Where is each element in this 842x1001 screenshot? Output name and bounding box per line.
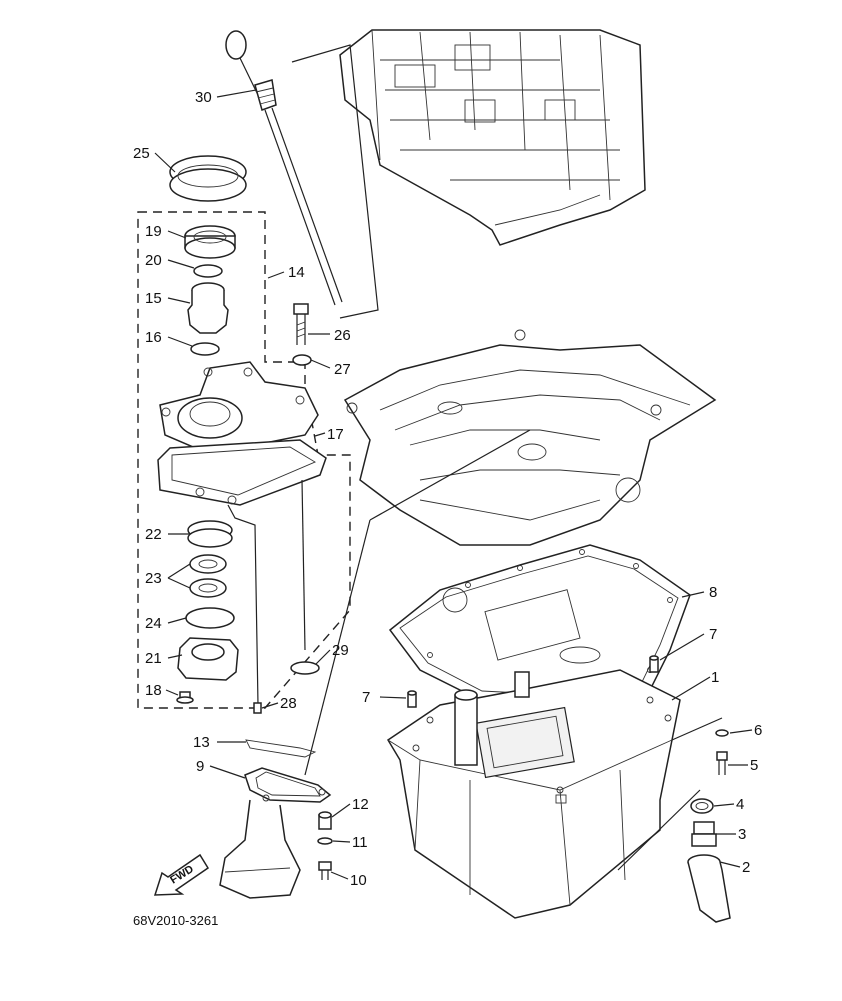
upper-casing — [304, 329, 717, 776]
callout-27: 27 — [334, 361, 351, 378]
callout-14: 14 — [288, 264, 305, 281]
callout-22: 22 — [145, 526, 162, 543]
callout-7-left: 7 — [362, 689, 370, 706]
fasteners-right — [617, 729, 731, 923]
oil-pump-housing — [157, 361, 327, 706]
callout-12: 12 — [352, 796, 369, 813]
callout-10: 10 — [350, 872, 367, 889]
callout-labels: 30 25 19 20 14 15 26 16 27 17 22 23 8 24… — [133, 89, 762, 889]
callout-3: 3 — [738, 826, 746, 843]
callout-23: 23 — [145, 570, 162, 587]
dipstick-30 — [225, 30, 379, 319]
callout-29: 29 — [332, 642, 349, 659]
callout-13: 13 — [193, 734, 210, 751]
callout-11: 11 — [352, 834, 368, 851]
callout-7-right: 7 — [709, 626, 717, 643]
callout-8: 8 — [709, 584, 717, 601]
dowel-pins-7 — [407, 655, 659, 708]
callout-30: 30 — [195, 89, 212, 106]
callout-20: 20 — [145, 252, 162, 269]
gasket-8 — [388, 544, 691, 706]
callout-4: 4 — [736, 796, 744, 813]
oil-strainer-9 — [219, 739, 333, 899]
fasteners-left — [253, 303, 320, 714]
callout-17: 17 — [327, 426, 344, 443]
callout-2: 2 — [742, 859, 750, 876]
callout-25: 25 — [133, 145, 150, 162]
callout-15: 15 — [145, 290, 162, 307]
callout-1: 1 — [711, 669, 719, 686]
callout-9: 9 — [196, 758, 204, 775]
callout-18: 18 — [145, 682, 162, 699]
oil-pan-1 — [386, 669, 723, 919]
oil-seal-25 — [169, 155, 247, 202]
callout-16: 16 — [145, 329, 162, 346]
lower-pump-parts — [176, 520, 239, 704]
part-code: 68V2010-3261 — [133, 913, 218, 928]
engine-block — [339, 29, 646, 246]
callout-19: 19 — [145, 223, 162, 240]
callout-28: 28 — [280, 695, 297, 712]
callout-24: 24 — [145, 615, 162, 632]
callout-5: 5 — [750, 757, 758, 774]
callout-6: 6 — [754, 722, 762, 739]
callout-26: 26 — [334, 327, 351, 344]
oil-pump-parts — [184, 225, 236, 356]
fwd-arrow-icon: FWD — [153, 853, 210, 896]
callout-21: 21 — [145, 650, 162, 667]
leader-lines — [154, 89, 753, 880]
